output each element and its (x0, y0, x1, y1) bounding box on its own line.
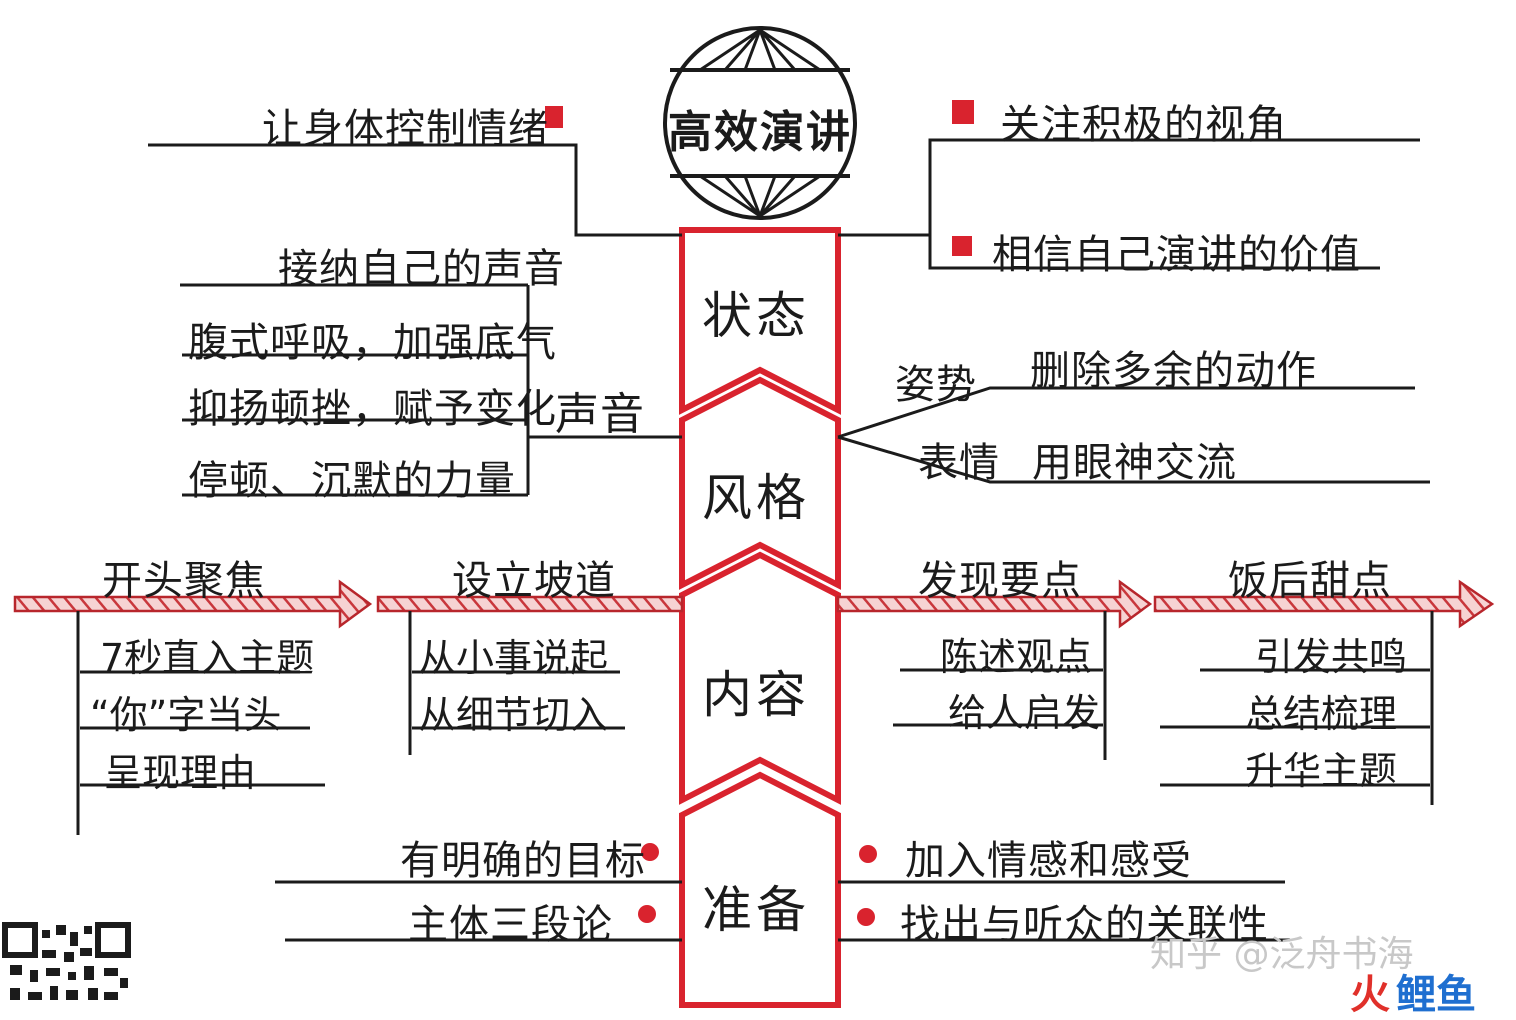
prep-right-item: 找出与听众的关联性 (900, 902, 1269, 948)
state-right-item: 关注积极的视角 (1000, 102, 1287, 148)
content-item: 总结梳理 (1245, 692, 1398, 736)
state-bullets (545, 100, 974, 256)
prep-left-item: 主体三段论 (408, 902, 613, 948)
content-item: 升华主题 (1245, 749, 1398, 793)
expression-text: 用眼神交流 (1032, 440, 1237, 486)
spine-boxes (679, 227, 841, 1008)
content-heading: 饭后甜点 (1228, 558, 1392, 604)
prep-right-item: 加入情感和感受 (905, 838, 1192, 884)
prep-left-item: 有明确的目标 (400, 838, 646, 884)
content-item: 呈现理由 (104, 751, 257, 795)
voice-tree (180, 283, 682, 497)
posture-text: 删除多余的动作 (1030, 348, 1317, 394)
content-item: “你”字当头 (90, 693, 282, 737)
content-item: 7秒直入主题 (100, 636, 315, 680)
content-item: 引发共鸣 (1255, 635, 1408, 679)
content-item: 给人启发 (948, 691, 1101, 735)
content-item: 陈述观点 (940, 635, 1093, 679)
voice-item: 停顿、沉默的力量 (188, 458, 516, 504)
content-branches (76, 611, 1434, 835)
page-title: 高效演讲 (668, 107, 852, 158)
brand-logo-a: 火 (1350, 972, 1390, 1018)
voice-item: 接纳自己的声音 (278, 246, 565, 292)
style-right-tree (837, 386, 1430, 484)
spine-label-content: 内容 (702, 666, 810, 724)
content-heading: 设立坡道 (452, 558, 616, 604)
voice-item: 腹式呼吸，加强底气 (188, 320, 557, 366)
content-item: 从细节切入 (418, 693, 609, 737)
prep-bullets (638, 843, 877, 926)
spine-label-style: 风格 (702, 469, 810, 527)
state-right-item: 相信自己演讲的价值 (992, 232, 1361, 278)
spine-label-state: 状态 (702, 287, 810, 345)
globe-icon (663, 26, 857, 220)
content-item: 从小事说起 (418, 636, 609, 680)
expression-label: 表情 (918, 440, 1000, 486)
state-connectors (148, 138, 1420, 270)
posture-label: 姿势 (895, 362, 977, 408)
prep-lines (275, 880, 1290, 942)
zhihu-watermark: 知乎 @泛舟书海 (1150, 934, 1414, 975)
voice-label: 声音 (555, 389, 645, 440)
qr-code-icon (2, 922, 131, 1000)
voice-item: 抑扬顿挫，赋予变化 (188, 386, 557, 432)
content-heading: 发现要点 (918, 558, 1082, 604)
content-heading: 开头聚焦 (102, 558, 266, 604)
state-left-item: 让身体控制情绪 (262, 106, 549, 152)
content-arrows (13, 579, 1495, 629)
brand-logo-b: 鲤鱼 (1396, 972, 1476, 1018)
spine-label-prep: 准备 (702, 881, 810, 939)
